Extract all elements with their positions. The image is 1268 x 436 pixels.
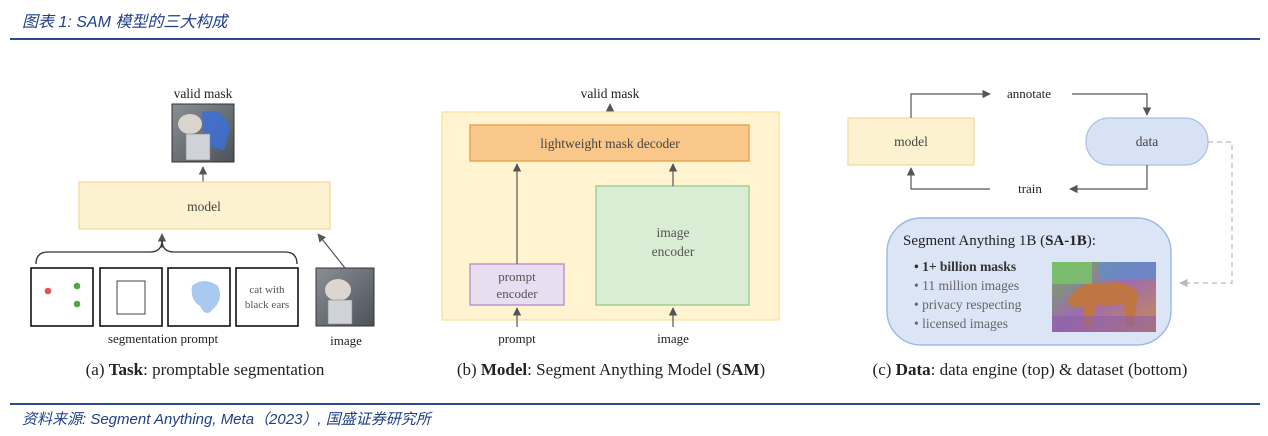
page-title: 图表 1: SAM 模型的三大构成 bbox=[22, 14, 228, 31]
mask-decoder-box bbox=[469, 124, 750, 162]
panel-task: valid mask model cat with black ears seg… bbox=[30, 86, 375, 379]
model-valid-mask-label: valid mask bbox=[581, 86, 640, 101]
prompt-box-box bbox=[99, 267, 163, 327]
model-caption: (b) Model: Segment Anything Model (SAM) bbox=[457, 360, 765, 379]
image-encoder-label-1: image bbox=[657, 225, 690, 240]
prompt-text-line-2: black ears bbox=[245, 299, 289, 311]
sa1b-title: Segment Anything 1B (SA-1B): bbox=[903, 233, 1096, 249]
top-divider bbox=[10, 38, 1260, 40]
sa1b-bullet-masks: • 1+ billion masks bbox=[914, 259, 1016, 274]
train-label: train bbox=[1018, 181, 1042, 196]
task-input-image bbox=[315, 267, 375, 327]
bounding-box-icon bbox=[116, 280, 146, 315]
bottom-divider bbox=[10, 403, 1260, 405]
mask-blob-icon bbox=[191, 281, 220, 314]
task-caption: (a) Task: promptable segmentation bbox=[86, 360, 325, 379]
prompt-encoder-label-1: prompt bbox=[498, 269, 536, 284]
positive-point-icon bbox=[73, 300, 81, 308]
task-image-label: image bbox=[330, 333, 362, 348]
panel-model: valid mask lightweight mask decoder prom… bbox=[441, 86, 780, 379]
model-image-label: image bbox=[657, 331, 689, 346]
prompt-text-box bbox=[235, 267, 299, 327]
sa1b-sample-image bbox=[1052, 262, 1156, 332]
prompt-encoder-label-2: encoder bbox=[496, 286, 538, 301]
negative-point-icon bbox=[44, 287, 52, 295]
source-note: 资料来源: Segment Anything, Meta（2023）, 国盛证券… bbox=[22, 411, 431, 428]
positive-point-icon bbox=[73, 282, 81, 290]
data-to-dataset-dashed-arrow bbox=[1179, 141, 1233, 288]
prompt-text-line-1: cat with bbox=[249, 284, 285, 296]
task-valid-mask-label: valid mask bbox=[174, 86, 233, 101]
model-prompt-label: prompt bbox=[498, 331, 536, 346]
annotate-to-data-arrow bbox=[1072, 93, 1152, 116]
train-to-model-arrow bbox=[906, 167, 990, 190]
image-encoder-label-2: encoder bbox=[652, 244, 695, 259]
segmentation-prompt-label: segmentation prompt bbox=[108, 331, 219, 346]
annotate-label: annotate bbox=[1007, 86, 1051, 101]
sa1b-bullet-privacy: • privacy respecting bbox=[914, 297, 1022, 312]
prompt-points-box bbox=[30, 267, 94, 327]
sa1b-bullet-licensed: • licensed images bbox=[914, 316, 1008, 331]
data-node-label: data bbox=[1136, 134, 1159, 149]
task-arrow-image-to-model bbox=[317, 233, 346, 269]
task-prompt-brace bbox=[35, 239, 298, 265]
data-engine-model-label: model bbox=[894, 134, 928, 149]
sa1b-bullet-images: • 11 million images bbox=[914, 278, 1019, 293]
task-mask-image bbox=[171, 103, 235, 163]
panel-data: model data annotate train Segment Anythi… bbox=[847, 86, 1233, 379]
model-to-annotate-arrow bbox=[910, 89, 991, 118]
mask-decoder-label: lightweight mask decoder bbox=[540, 136, 680, 151]
task-model-box bbox=[78, 181, 331, 230]
task-model-label: model bbox=[187, 199, 221, 214]
data-caption: (c) Data: data engine (top) & dataset (b… bbox=[873, 360, 1188, 379]
data-to-train-arrow bbox=[1069, 165, 1148, 194]
image-encoder-box bbox=[595, 185, 750, 306]
